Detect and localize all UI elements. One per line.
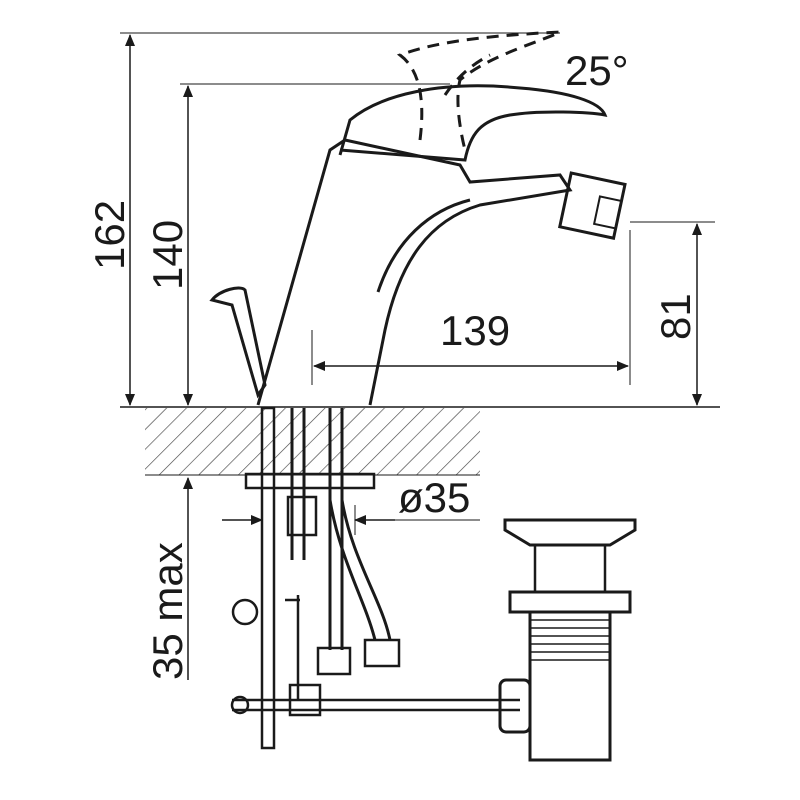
- mounting-stud: [260, 406, 276, 750]
- popup-linkage: [232, 595, 520, 712]
- mounting-nut: [286, 495, 318, 537]
- faucet-body: [256, 138, 573, 406]
- dim-label-162: 162: [86, 200, 133, 270]
- spout-inner-curve: [376, 198, 471, 293]
- dim-label-139: 139: [440, 307, 510, 354]
- lever-tilted-dashed: [396, 30, 561, 151]
- hose-nut-left: [316, 646, 352, 676]
- linkage-clip: [231, 598, 259, 626]
- deck-section-hatch: [145, 408, 480, 475]
- waste-flange: [508, 590, 632, 614]
- hose-right: [328, 499, 392, 641]
- waste-body: [528, 610, 612, 762]
- waste-rod-nut: [498, 678, 532, 734]
- hose-left: [290, 408, 344, 650]
- dim-label-25deg: 25°: [565, 47, 629, 94]
- dim-label-81: 81: [652, 293, 699, 340]
- waste-plug-head: [503, 518, 637, 547]
- lever-angle-arc: [443, 53, 491, 96]
- waste-thread: [530, 619, 610, 661]
- dim-label-140: 140: [144, 220, 191, 290]
- popup-rod: [209, 286, 267, 399]
- dim-label-35max: 35 max: [144, 542, 191, 680]
- dim-label-d35: ø35: [398, 474, 470, 521]
- lever-handle: [338, 84, 608, 162]
- hose-nut-right: [363, 638, 401, 668]
